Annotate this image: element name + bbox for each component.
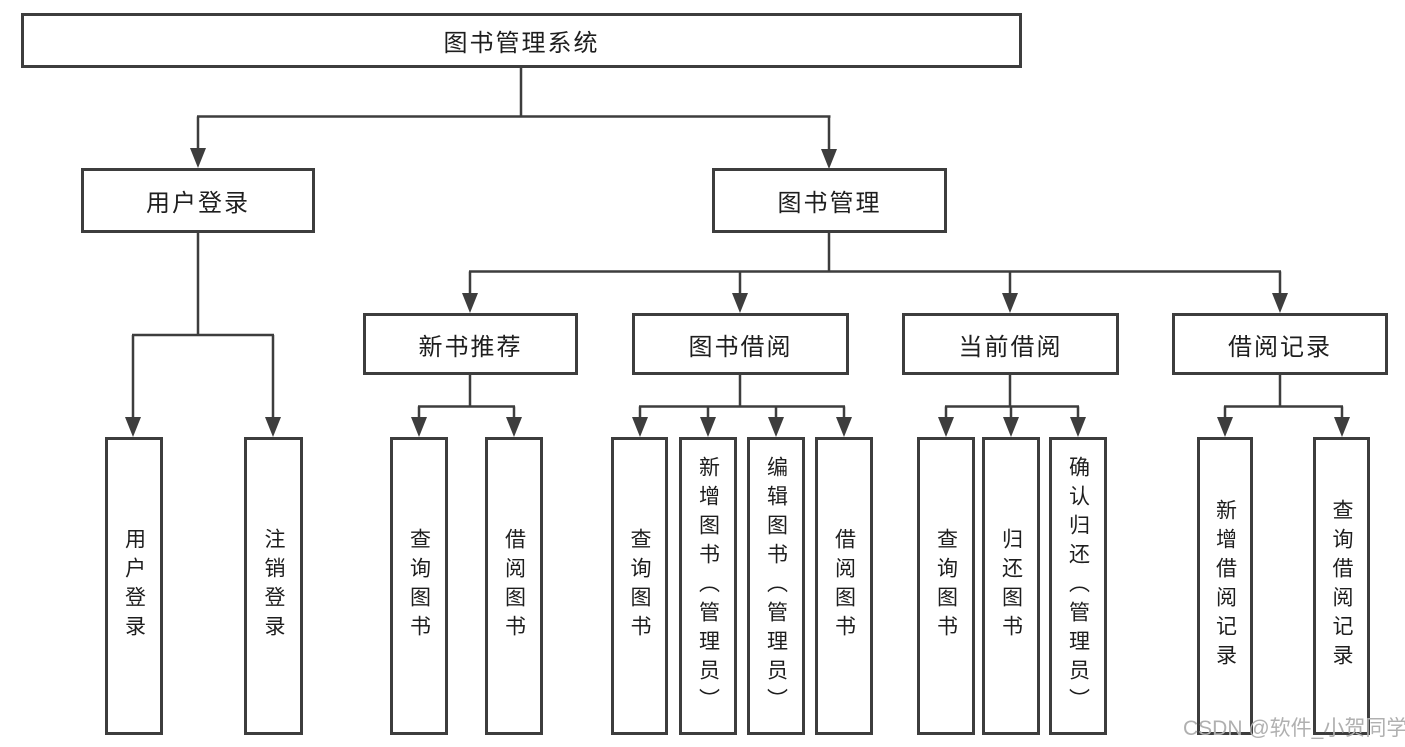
leaf-query-books-current: 查询图书: [917, 437, 975, 735]
connector-lines: [131, 68, 1344, 423]
node-current-borrow: 当前借阅: [902, 313, 1119, 375]
csdn-watermark: CSDN @软件_小贺同学: [1183, 717, 1405, 740]
leaf-query-borrow-record: 查询借阅记录: [1313, 437, 1370, 735]
leaf-borrow-books-recommend: 借阅图书: [485, 437, 543, 735]
leaf-logout: 注销登录: [244, 437, 303, 735]
leaf-return-book: 归还图书: [982, 437, 1040, 735]
node-borrow-records: 借阅记录: [1172, 313, 1388, 375]
leaf-query-books-recommend: 查询图书: [390, 437, 448, 735]
leaf-confirm-return-admin: 确认归还（管理员）: [1049, 437, 1107, 735]
leaf-edit-book-admin: 编辑图书（管理员）: [747, 437, 805, 735]
leaf-add-book-admin: 新增图书（管理员）: [679, 437, 737, 735]
leaf-query-books-borrow: 查询图书: [611, 437, 668, 735]
leaf-add-borrow-record: 新增借阅记录: [1197, 437, 1253, 735]
leaf-borrow-books-borrow: 借阅图书: [815, 437, 873, 735]
node-user-login: 用户登录: [81, 168, 315, 233]
node-book-borrow: 图书借阅: [632, 313, 849, 375]
leaf-user-login: 用户登录: [105, 437, 163, 735]
node-book-management: 图书管理: [712, 168, 947, 233]
node-library-system: 图书管理系统: [21, 13, 1022, 68]
node-new-book-recommend: 新书推荐: [363, 313, 578, 375]
